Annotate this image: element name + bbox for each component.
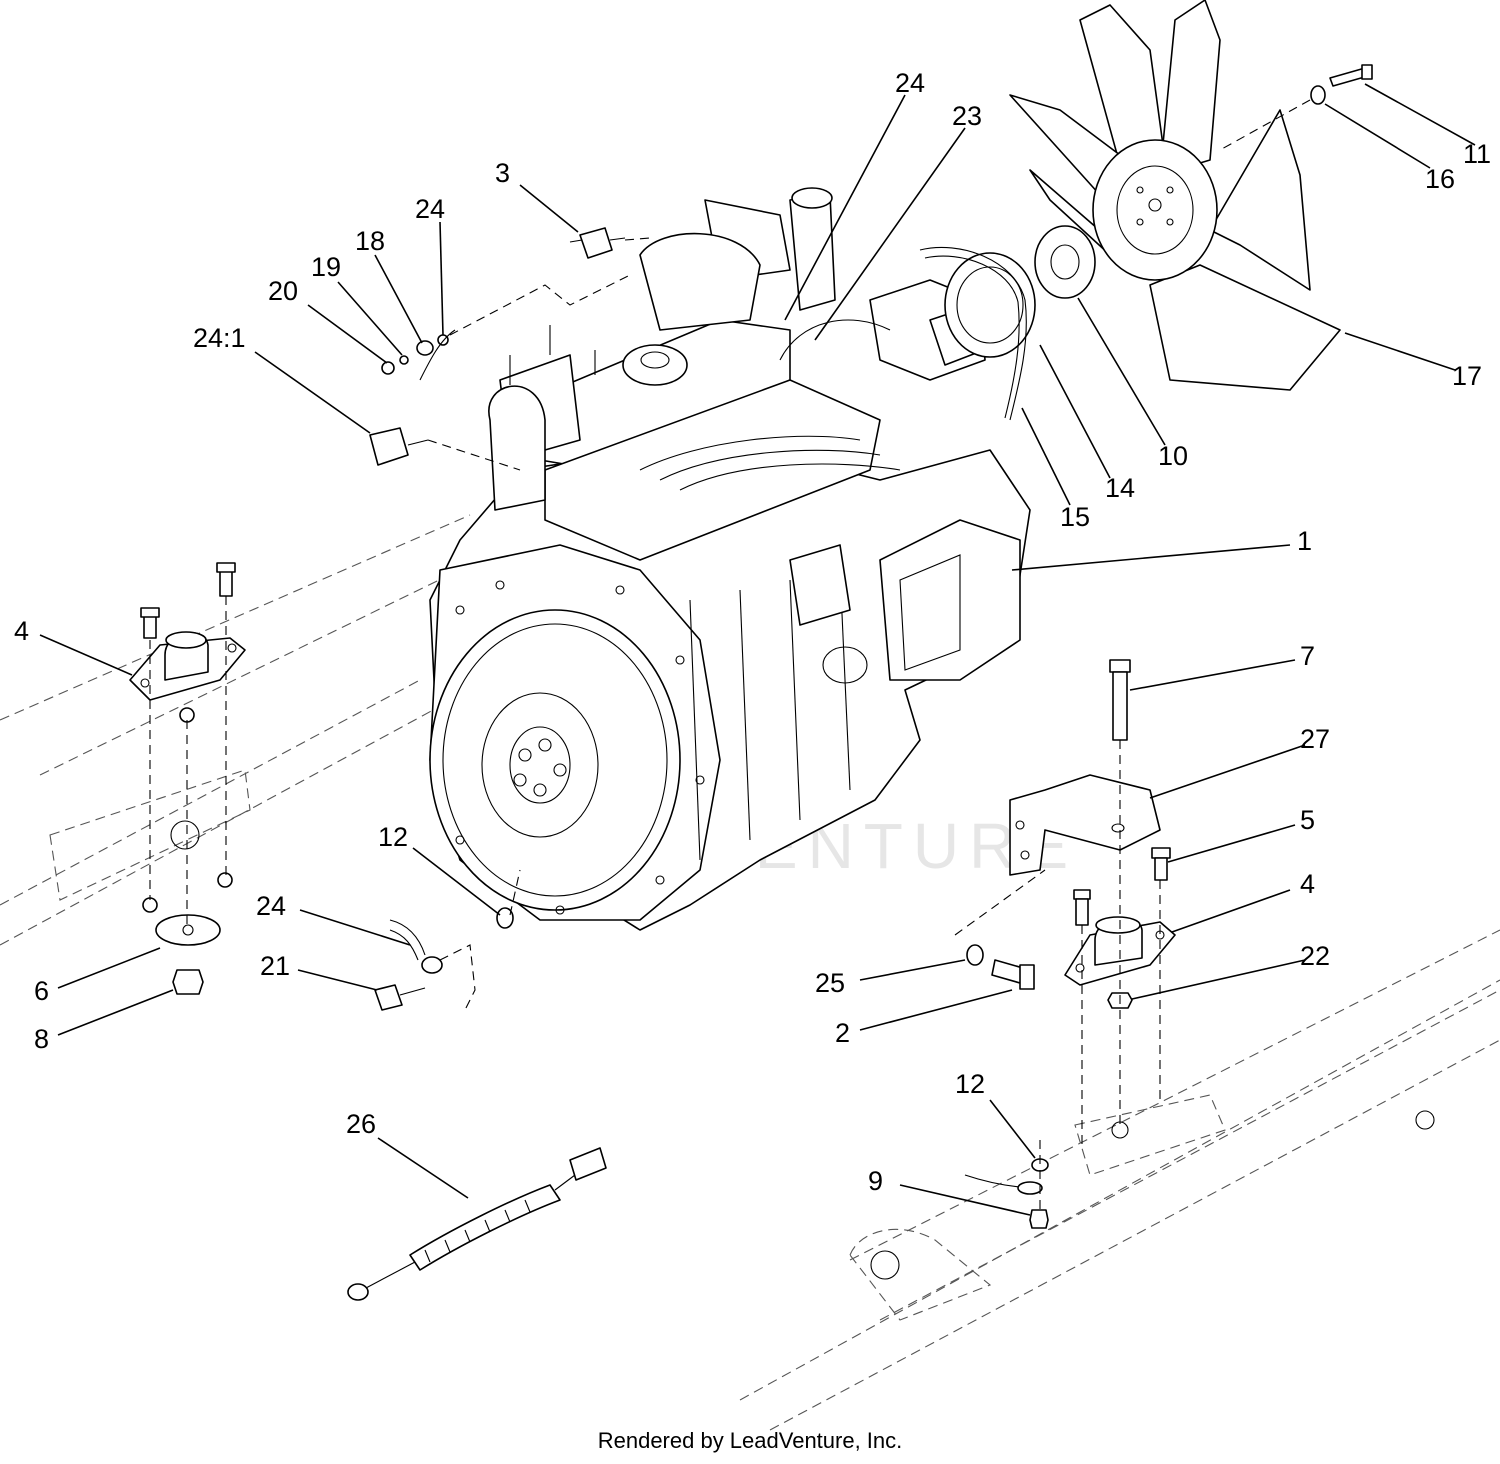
callout-9: 9 [868,1166,883,1196]
fan-assembly [919,0,1373,421]
callout-19: 19 [311,252,341,282]
callout-4: 4 [1300,869,1315,899]
callout-7: 7 [1300,641,1315,671]
callout-3: 3 [495,158,510,188]
callout-14: 14 [1105,473,1135,503]
callouts: 24 23 3 24 18 19 20 24:1 11 16 17 10 14 … [14,68,1491,1196]
leader-lines [39,83,1476,1216]
left-mount [129,562,246,995]
callout-8: 8 [34,1024,49,1054]
callout-5: 5 [1300,805,1315,835]
right-mount [954,659,1176,1229]
callout-12: 12 [955,1069,985,1099]
engine-assembly [429,187,1031,931]
callout-2: 2 [835,1018,850,1048]
callout-27: 27 [1300,724,1330,754]
callout-11: 11 [1463,139,1491,169]
callout-16: 16 [1425,164,1455,194]
callout-21: 21 [260,951,290,981]
callout-25: 25 [815,968,845,998]
callout-1: 1 [1297,526,1312,556]
callout-4: 4 [14,616,29,646]
callout-23: 23 [952,101,982,131]
callout-26: 26 [346,1109,376,1139]
footer-credit: Rendered by LeadVenture, Inc. [597,1428,903,1453]
callout-24: 24 [256,891,286,921]
callout-15: 15 [1060,502,1090,532]
callout-10: 10 [1158,441,1188,471]
callout-20: 20 [268,276,298,306]
callout-24: 24 [415,194,445,224]
callout-18: 18 [355,226,385,256]
callout-24-1: 24:1 [193,323,246,353]
callout-6: 6 [34,976,49,1006]
frame-rails [0,514,1500,1431]
callout-12: 12 [378,822,408,852]
callout-17: 17 [1452,361,1482,391]
harness [347,1147,607,1301]
callout-24: 24 [895,68,925,98]
ground-cable-left [374,869,521,1011]
callout-22: 22 [1300,941,1330,971]
